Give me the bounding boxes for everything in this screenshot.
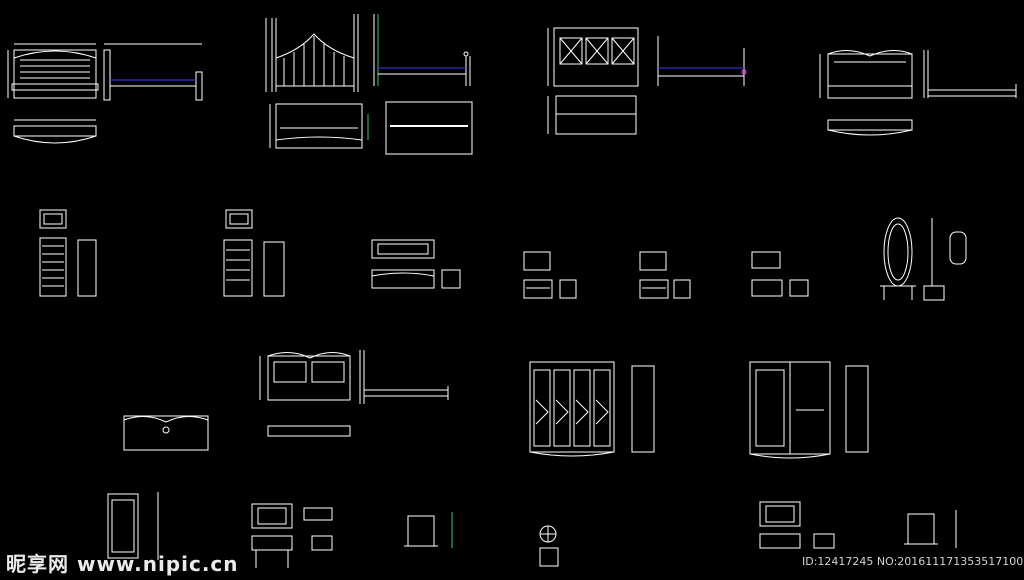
stool-front (751, 279, 783, 297)
dresser-1-plan (303, 507, 333, 521)
bench-side-elevation (441, 269, 461, 289)
bed-2-front-elevation (265, 14, 359, 92)
bed-3-rear-elevation (547, 95, 637, 135)
bed-3-side-elevation (657, 36, 747, 86)
dresser-1-front (251, 535, 293, 568)
dresser-1-side (311, 535, 333, 551)
bed-4-front-elevation (819, 50, 913, 99)
bed-2-side-elevation (373, 14, 471, 86)
watermark-id: ID:12417245 NO:20161117135351710​00 (802, 555, 1024, 568)
bed-5-plan (267, 425, 351, 437)
chest-1-side-elevation (77, 239, 97, 297)
oval-mirror-back (949, 231, 967, 265)
nightstand-2-side (673, 279, 691, 299)
oval-mirror-side (923, 218, 945, 301)
chest-1-front-elevation (39, 237, 67, 297)
vanity-2-mirror (904, 513, 938, 545)
dresser-1-mirror (251, 503, 293, 529)
nightstand-1-plan (523, 251, 551, 271)
nightstand-1-side (559, 279, 577, 299)
stool-plan (751, 251, 781, 269)
stool-side (789, 279, 809, 297)
wardrobe-1-side (631, 365, 655, 453)
vanity-mirror-front (404, 515, 438, 547)
nightstand-1-front (523, 279, 553, 299)
chest-2-plan (225, 209, 253, 229)
bed-5-front-elevation (259, 352, 351, 401)
dresser-2-side (813, 533, 835, 549)
round-stool (539, 525, 559, 567)
bed-4-plan (827, 119, 913, 136)
chest-2-side-elevation (263, 241, 285, 297)
wardrobe-2-side (845, 365, 869, 453)
nightstand-2-front (639, 279, 669, 299)
headboard-elevation (123, 415, 209, 451)
chest-1-plan (39, 209, 67, 229)
bed-5-side-elevation (359, 350, 449, 404)
wardrobe-1-front (529, 361, 615, 457)
bed-1-side-elevation (103, 43, 203, 101)
watermark-logo: 昵享网 www.nipic.cn (6, 552, 239, 576)
dresser-2-mirror (759, 501, 801, 527)
floor-mirror-front (107, 493, 139, 559)
bench-plan (371, 239, 435, 259)
oval-mirror-front (880, 217, 916, 300)
bed-1-front-elevation (7, 43, 99, 99)
nightstand-2-plan (639, 251, 667, 271)
bed-2-rear-elevation (269, 103, 369, 149)
bed-1-plan-footboard (13, 119, 97, 144)
bench-front-elevation (371, 269, 435, 289)
dresser-2-front (759, 533, 801, 549)
bed-3-front-elevation (547, 27, 639, 87)
chest-2-front-elevation (223, 239, 253, 297)
bed-4-side-elevation (923, 50, 1017, 98)
wardrobe-2-front (749, 361, 831, 459)
bed-2-plan (385, 101, 473, 155)
